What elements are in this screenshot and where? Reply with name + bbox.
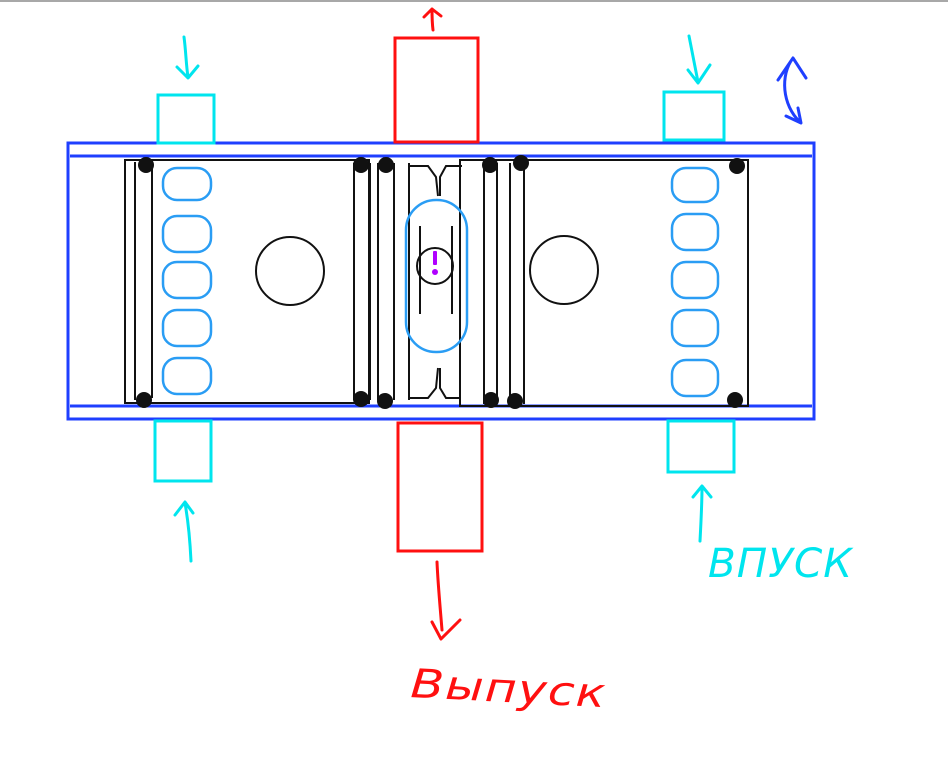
left-rotor-circle xyxy=(255,236,325,306)
left-rotor-block xyxy=(124,159,410,404)
intake-label: ВПУСК xyxy=(708,541,854,587)
rotation-arrow-icon xyxy=(776,56,808,125)
exhaust-label: Выпуск xyxy=(409,661,607,717)
intake-arrow-top-right xyxy=(686,34,712,85)
exhaust-ports xyxy=(393,36,484,553)
intake-port-bottom-right xyxy=(666,419,736,474)
exhaust-arrow-bottom xyxy=(430,560,462,641)
intake-arrow-top-left xyxy=(175,35,200,80)
intake-arrow-bottom-right xyxy=(691,484,713,543)
intake-arrows xyxy=(173,34,713,563)
bolt-dots xyxy=(136,155,745,409)
exhaust-arrows xyxy=(422,7,462,641)
right-rotor-circle xyxy=(529,235,599,305)
intake-arrow-bottom-left xyxy=(173,500,195,563)
intake-port-bottom-left xyxy=(153,419,213,483)
intake-port-top-right xyxy=(662,90,726,142)
left-vane-stack xyxy=(161,166,213,396)
exhaust-port-bottom xyxy=(396,421,484,553)
intake-port-top-left xyxy=(156,93,216,145)
central-coupling xyxy=(410,165,462,399)
right-vane-stack xyxy=(670,166,720,398)
intake-ports xyxy=(153,90,736,483)
coupling-seal-outline xyxy=(404,198,469,354)
shaft-marker-icon xyxy=(432,251,438,275)
coupling-shaft-circle xyxy=(416,247,454,285)
exhaust-port-top xyxy=(393,36,480,144)
right-rotor-block xyxy=(459,159,749,407)
exhaust-arrow-top xyxy=(422,7,443,32)
